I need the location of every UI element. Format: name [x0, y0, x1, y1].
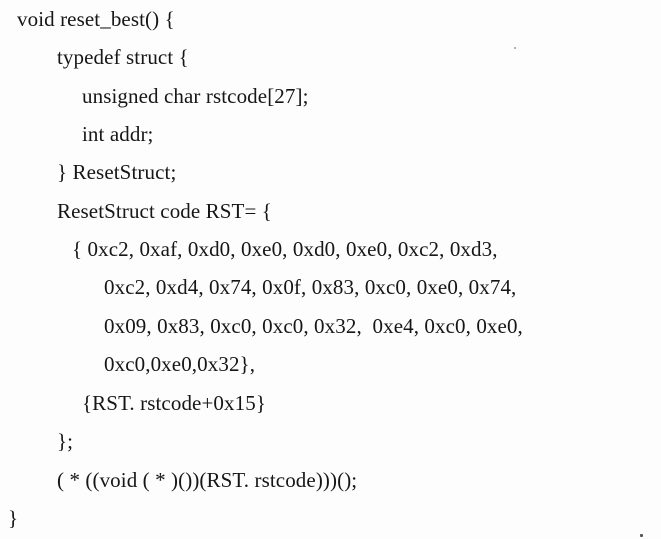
code-line-typedef-open: typedef struct { — [57, 45, 189, 69]
code-line-function-close: } — [8, 506, 19, 530]
code-line-initializer-close: }; — [57, 429, 74, 453]
scan-speck — [640, 534, 643, 537]
code-line-typedef-close: } ResetStruct; — [57, 160, 177, 184]
code-line-bytes-row-2: 0xc2, 0xd4, 0x74, 0x0f, 0x83, 0xc0, 0xe0… — [104, 275, 517, 299]
code-line-bytes-row-3: 0x09, 0x83, 0xc0, 0xc0, 0x32, 0xe4, 0xc0… — [104, 314, 523, 338]
code-line-rstcode-field: unsigned char rstcode[27]; — [82, 84, 309, 108]
scan-speck — [514, 47, 516, 49]
code-line-addr-initializer: {RST. rstcode+0x15} — [82, 391, 266, 415]
code-line-addr-field: int addr; — [82, 122, 154, 146]
code-line-rst-declaration: ResetStruct code RST= { — [57, 199, 272, 223]
code-line-bytes-row-4: 0xc0,0xe0,0x32}, — [104, 352, 256, 376]
code-line-function-signature: void reset_best() { — [17, 7, 175, 31]
code-line-function-call: ( * ((void ( * )())(RST. rstcode)))(); — [57, 468, 358, 492]
code-line-bytes-row-1: { 0xc2, 0xaf, 0xd0, 0xe0, 0xd0, 0xe0, 0x… — [72, 237, 498, 261]
